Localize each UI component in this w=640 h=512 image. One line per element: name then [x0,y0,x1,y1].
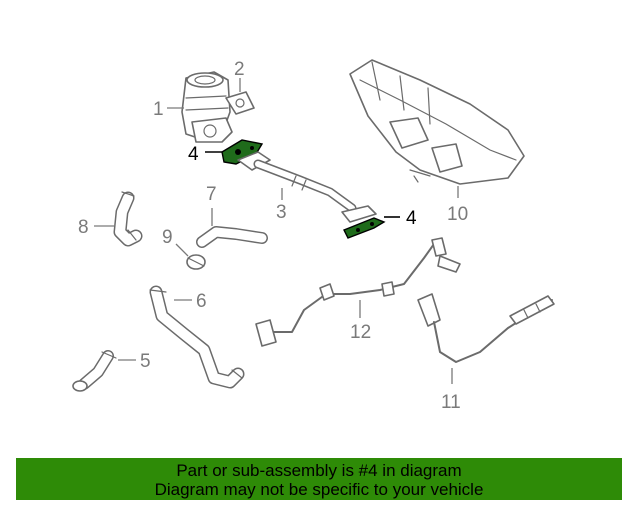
callout-8: 8 [78,217,89,238]
part-4-gasket-upper [221,139,264,165]
part-6-hose [149,285,245,389]
callout-10: 10 [447,204,468,225]
leader-9 [175,243,189,257]
callout-2: 2 [234,59,245,80]
part-3-egr-pipe [237,151,377,223]
callout-4-upper: 4 [188,144,199,165]
part-5-hose [72,350,117,392]
part-11-oxygen-sensor [417,293,555,363]
part-8-hose [113,191,143,247]
callout-1: 1 [153,99,164,120]
callout-4-lower: 4 [406,208,417,229]
callout-11: 11 [441,392,461,413]
callout-9: 9 [162,227,173,248]
parts-diagram: 1 2 4 3 4 10 [72,59,555,413]
part-10-canister [349,59,525,185]
callout-3: 3 [276,202,287,223]
callout-5: 5 [140,351,151,372]
info-banner: Part or sub-assembly is #4 in diagram Di… [16,458,622,500]
callout-7: 7 [206,184,217,205]
banner-line-1: Part or sub-assembly is #4 in diagram [176,461,462,480]
part-4-gasket-lower [343,217,386,239]
part-7-hose [196,226,268,248]
part-12-oxygen-sensor [255,237,461,347]
part-2-gasket [225,91,255,115]
callout-12: 12 [350,322,371,343]
callout-6: 6 [196,291,207,312]
part-9-clamp [186,254,206,270]
part-1-egr-valve [181,71,233,143]
banner-line-2: Diagram may not be specific to your vehi… [154,480,484,499]
